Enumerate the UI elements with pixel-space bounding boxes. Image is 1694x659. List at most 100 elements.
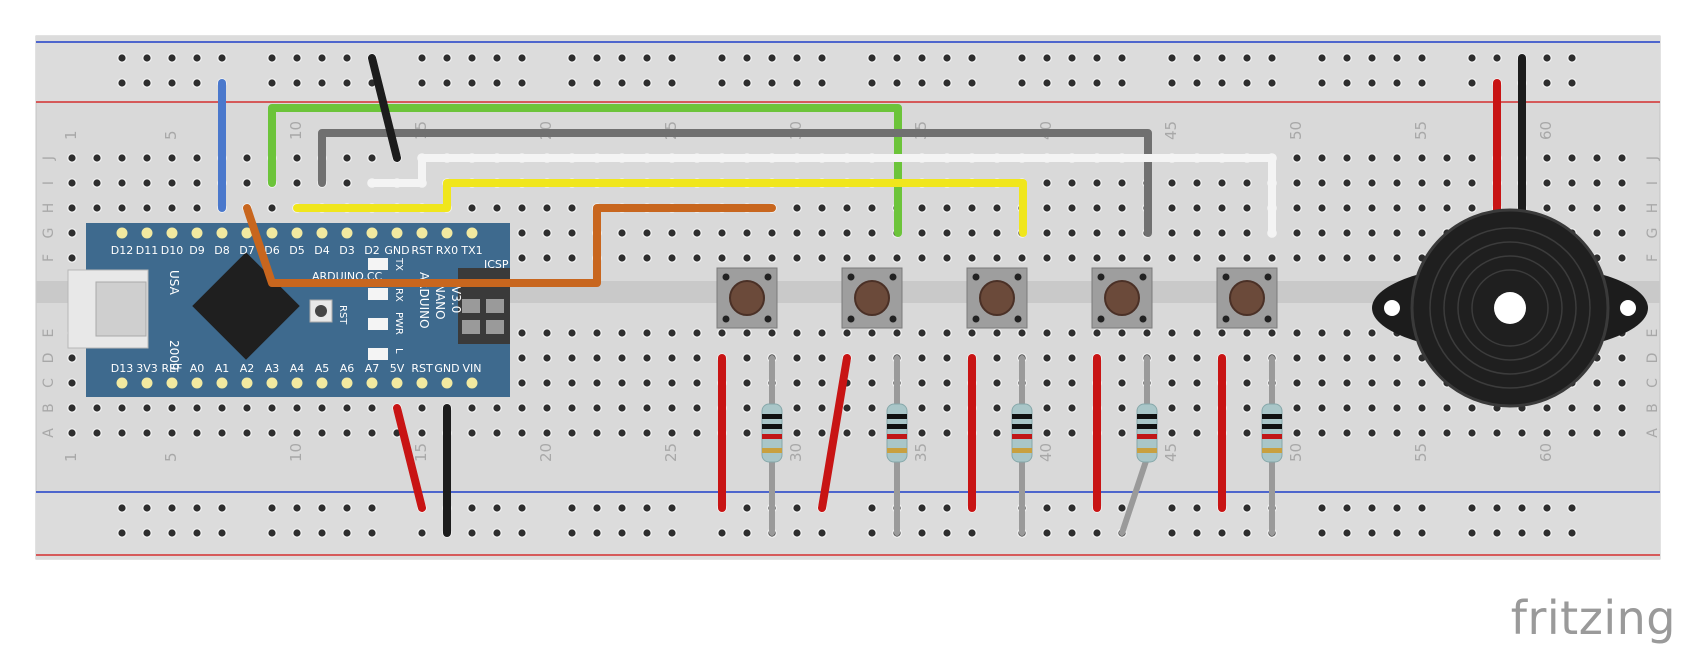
rail-hole	[417, 528, 427, 538]
breadboard-hole	[867, 228, 877, 238]
rail-hole	[1167, 528, 1177, 538]
breadboard-hole	[1242, 253, 1252, 263]
rail-hole	[567, 528, 577, 538]
breadboard-hole	[92, 203, 102, 213]
breadboard-hole	[817, 378, 827, 388]
breadboard-hole	[792, 228, 802, 238]
nano-year: 2009	[167, 340, 181, 371]
rail-hole	[642, 528, 652, 538]
rail-hole	[217, 503, 227, 513]
breadboard-hole	[1292, 378, 1302, 388]
breadboard-hole	[817, 253, 827, 263]
nano-pin-top	[465, 226, 479, 240]
rail-hole	[1017, 78, 1027, 88]
nano-pin-top	[265, 226, 279, 240]
breadboard-hole	[1092, 328, 1102, 338]
rail-hole	[142, 503, 152, 513]
rail-hole	[1067, 53, 1077, 63]
rail-hole	[967, 78, 977, 88]
rail-hole	[1542, 503, 1552, 513]
breadboard-hole	[117, 403, 127, 413]
breadboard-hole	[1092, 178, 1102, 188]
breadboard-hole	[1067, 403, 1077, 413]
rail-hole	[1317, 528, 1327, 538]
breadboard-hole	[917, 203, 927, 213]
breadboard-hole	[717, 328, 727, 338]
rail-hole	[1417, 528, 1427, 538]
row-label: G	[41, 228, 57, 239]
rail-hole	[1017, 53, 1027, 63]
breadboard-hole	[942, 353, 952, 363]
breadboard-hole	[942, 378, 952, 388]
breadboard-hole	[817, 228, 827, 238]
buzzer-mount-hole-left	[1384, 300, 1400, 316]
rail-hole	[617, 503, 627, 513]
wire-black-top	[368, 54, 401, 162]
rail-hole	[1492, 503, 1502, 513]
breadboard-hole	[1467, 203, 1477, 213]
rail-hole	[1542, 528, 1552, 538]
breadboard-hole	[1192, 203, 1202, 213]
breadboard-hole	[917, 353, 927, 363]
rail-hole	[1167, 503, 1177, 513]
breadboard-hole	[867, 403, 877, 413]
breadboard-hole	[1167, 378, 1177, 388]
column-label: 60	[1537, 121, 1555, 140]
breadboard-hole	[142, 403, 152, 413]
breadboard-hole	[1042, 403, 1052, 413]
nano-pin-top	[365, 226, 379, 240]
nano-board	[86, 223, 510, 397]
rail-hole	[142, 78, 152, 88]
breadboard-hole	[1242, 178, 1252, 188]
breadboard-hole	[342, 403, 352, 413]
breadboard-hole	[1167, 253, 1177, 263]
breadboard-hole	[1017, 253, 1027, 263]
breadboard-hole	[1367, 353, 1377, 363]
rail-hole	[1392, 528, 1402, 538]
rail-hole	[567, 78, 577, 88]
breadboard-hole	[1542, 403, 1552, 413]
breadboard-hole	[1592, 178, 1602, 188]
rail-hole	[492, 503, 502, 513]
rail-hole	[492, 53, 502, 63]
row-label: F	[1645, 254, 1661, 262]
rail-hole	[717, 528, 727, 538]
breadboard-hole	[917, 328, 927, 338]
breadboard-hole	[1517, 428, 1527, 438]
rail-hole	[1067, 503, 1077, 513]
breadboard-hole	[617, 428, 627, 438]
breadboard-hole	[117, 153, 127, 163]
breadboard-hole	[342, 178, 352, 188]
breadboard-hole	[1142, 253, 1152, 263]
breadboard-hole	[517, 353, 527, 363]
rail-hole	[1317, 78, 1327, 88]
rail-hole	[867, 503, 877, 513]
breadboard-hole	[1542, 428, 1552, 438]
breadboard-hole	[1317, 178, 1327, 188]
breadboard-hole	[1342, 403, 1352, 413]
nano-rst-label: RST	[337, 305, 348, 325]
breadboard-hole	[992, 428, 1002, 438]
rail-hole	[167, 78, 177, 88]
breadboard-hole	[1192, 178, 1202, 188]
breadboard-hole	[92, 428, 102, 438]
breadboard-hole	[817, 353, 827, 363]
rail-hole	[492, 528, 502, 538]
push-button	[1216, 267, 1278, 329]
rail-hole	[167, 528, 177, 538]
breadboard-hole	[167, 178, 177, 188]
rail-hole	[292, 53, 302, 63]
nano-pin-label: TX1	[460, 244, 482, 257]
breadboard-hole	[1117, 203, 1127, 213]
rail-hole	[267, 528, 277, 538]
breadboard-hole	[1467, 403, 1477, 413]
rail-hole	[117, 53, 127, 63]
breadboard-hole	[1392, 203, 1402, 213]
rail-hole	[342, 78, 352, 88]
breadboard-hole	[342, 428, 352, 438]
breadboard-hole	[292, 178, 302, 188]
breadboard-hole	[792, 203, 802, 213]
rail-hole	[317, 78, 327, 88]
rail-hole	[292, 503, 302, 513]
